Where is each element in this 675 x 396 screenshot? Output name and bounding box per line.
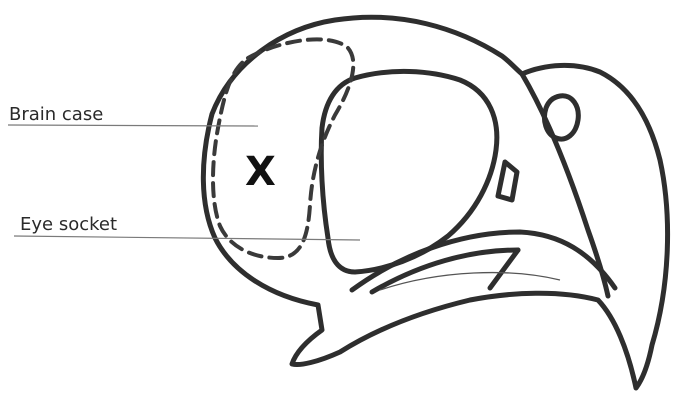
brain-case-label: Brain case	[9, 104, 103, 125]
eye-socket-leader-line	[14, 236, 360, 240]
brain-case-dashed-outline	[213, 39, 353, 258]
eye-socket-opening	[321, 71, 497, 272]
quadrate-strut	[490, 250, 518, 288]
lacrimal-opening	[498, 162, 517, 200]
x-marker: X	[245, 149, 276, 195]
eye-socket-label: Eye socket	[20, 214, 117, 235]
nostril-opening	[544, 96, 578, 139]
